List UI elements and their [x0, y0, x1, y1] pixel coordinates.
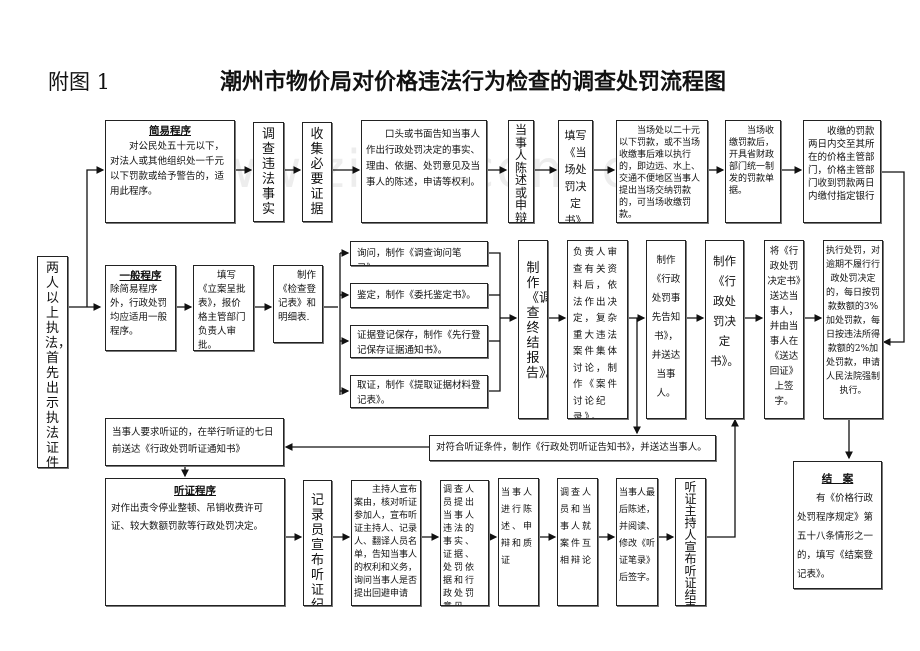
general-step: 执行处罚，对逾期不履行行政处罚决定的，每日按罚款数额的3%加处罚款，每日按违法所… [823, 240, 883, 419]
hearing-step: 当事人最后陈述，并阅读、修改《听证笔录》后签字。 [616, 478, 658, 606]
simple-step: 当场处以二十元以下罚款，或不当场收缴事后难以执行的，即边远、水上、交通不便地区当… [616, 120, 708, 223]
hearing-notice-box: 当事人要求听证的，在举行听证的七日前送达《行政处罚听证通知书》 [105, 418, 284, 466]
start-box: 两人以上执法，首先出示执法证件 [37, 256, 68, 468]
simple-procedure-box: 简易程序 对公民处五十元以下，对法人或其他组织处一千元以下罚款或给予警告的，适用… [105, 120, 235, 223]
hearing-step: 当事人进行陈述、申辩和质证 [498, 478, 539, 606]
hearing-condition-box: 对符合听证条件，制作《行政处罚听证告知书》，并送达当事人。 [429, 435, 716, 461]
hearing-procedure-box: 听证程序 对作出责令停业整顿、吊销收费许可证、较大数额罚款等行政处罚决定。 [105, 478, 285, 606]
simple-step: 收集必要证据 [302, 122, 332, 222]
close-heading: 结 案 [821, 473, 854, 485]
simple-text: 对公民处五十元以下，对法人或其他组织处一千元以下罚款或给予警告的，适用此程序。 [110, 141, 225, 197]
general-heading: 一般程序 [119, 270, 162, 282]
simple-step: 调查违法事实 [253, 122, 284, 222]
general-step: 制作《调查终结报告》。 [518, 240, 548, 419]
evidence-step: 鉴定，制作《委托鉴定书》。 [350, 283, 488, 308]
general-text: 除简易程序外，行政处罚均应适用一般程序。 [110, 284, 168, 337]
general-step: 将《行政处罚决定书》送达当事人，并由当事人在《送达回证》上签字。 [764, 240, 804, 419]
hearing-text: 对作出责令停业整顿、吊销收费许可证、较大数额罚款等行政处罚决定。 [111, 503, 264, 532]
hearing-step: 调查人员提出当事人违法的事实、证据、处罚依据和行政处罚意见 [440, 480, 489, 606]
evidence-step: 证据登记保存，制作《先行登记保存证据通知书》。 [350, 325, 488, 358]
simple-step: 填写《当场处罚决定书》 [558, 120, 593, 223]
hearing-step: 主持人宣布案由，核对听证参加人，宣布听证主持人、记录人、翻译人员名单，告知当事人… [351, 480, 421, 606]
evidence-step: 询问，制作《调查询问笔录》。 [350, 241, 488, 266]
general-procedure-box: 一般程序 除简易程序外，行政处罚均应适用一般程序。 [105, 265, 176, 351]
simple-step: 当事人陈述或申辩 [508, 120, 534, 223]
evidence-step: 取证，制作《提取证据材料登记表》。 [350, 375, 488, 408]
simple-step: 口头或书面告知当事人作出行政处罚决定的事实、理由、依据、处罚意见及当事人的陈述，… [361, 120, 487, 223]
simple-step: 当场收缴罚款后，开具省财政部门统一制发的罚款单据。 [725, 120, 781, 223]
case-close-box: 结 案 有《价格行政处罚程序规定》第五十八条情形之一的，填写《结案登记表》。 [793, 461, 882, 589]
close-text: 有《价格行政处罚程序规定》第五十八条情形之一的，填写《结案登记表》。 [797, 493, 874, 580]
hearing-step: 记录员宣布听证纪律 [303, 480, 332, 606]
general-step: 制作《行政处罚决定书》。 [705, 240, 744, 419]
hearing-step: 调查人员和当事人就案件互相辩论 [557, 478, 598, 606]
annex-label: 附图 1 [48, 70, 111, 94]
simple-heading: 简易程序 [149, 125, 191, 137]
general-step: 填写《立案呈批表》，报价格主管部门负责人审批。 [193, 265, 254, 351]
simple-step: 收缴的罚款两日内交至其所在的价格主管部门，价格主管部门收到罚款两日内缴付指定银行 [803, 120, 881, 223]
general-step: 制作《检查登记表》和明细表. [273, 265, 323, 343]
page-title: 潮州市物价局对价格违法行为检查的调查处罚流程图 [220, 70, 727, 95]
general-step: 负责人审查有关资料后，依法作出决定，复杂重大违法案件集体讨论，制作《案件讨论纪录… [567, 240, 628, 419]
hearing-heading: 听证程序 [174, 485, 216, 497]
hearing-step: 听证主持人宣布听证结束 [675, 478, 706, 606]
general-step: 制作《行政处罚事先告知书》，并送达当事人。 [646, 240, 686, 419]
